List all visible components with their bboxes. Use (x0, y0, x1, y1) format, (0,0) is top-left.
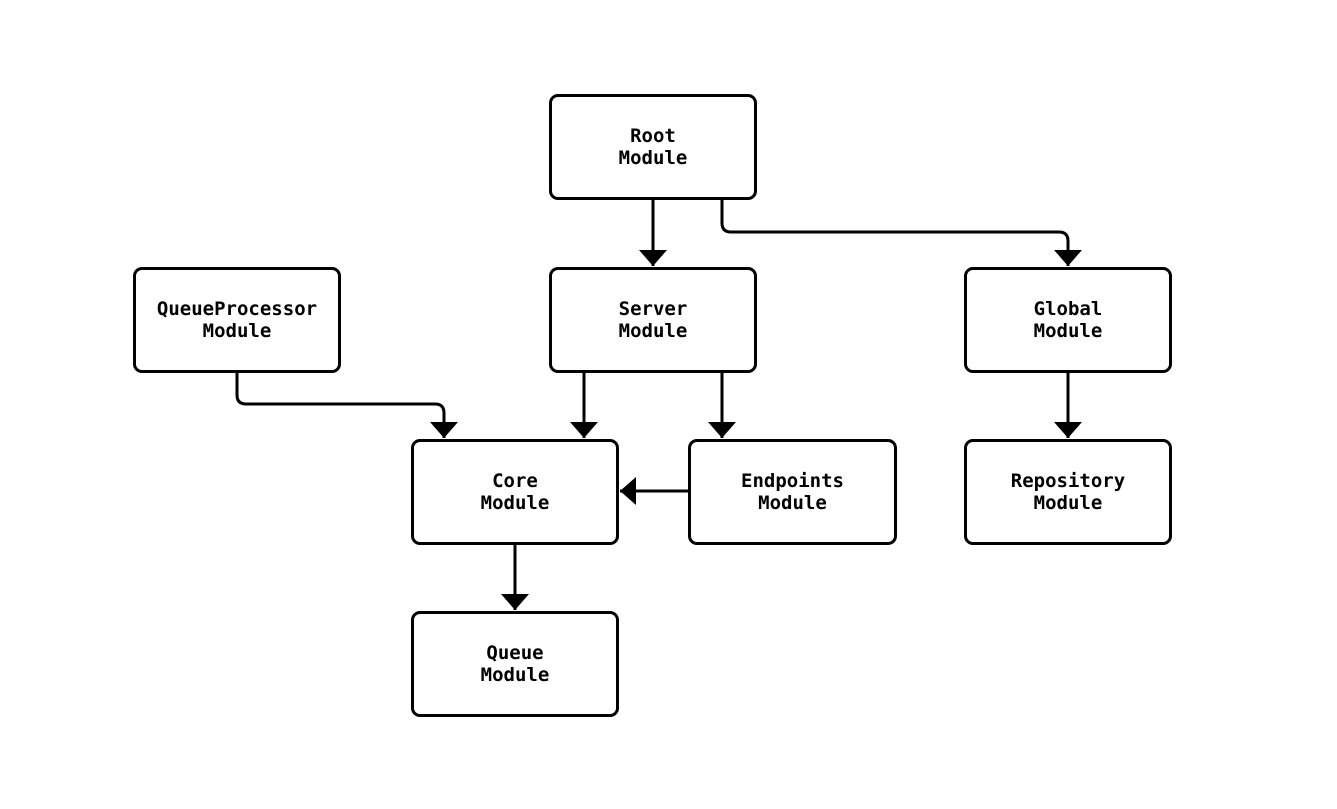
node-label-line: Module (202, 320, 272, 342)
arrowhead-root-module-to-server-module (639, 250, 667, 266)
node-label-line: Module (758, 492, 827, 514)
arrowhead-server-module-to-core-module (570, 422, 598, 438)
node-label-line: Module (618, 320, 688, 342)
node-label-line: Global (1033, 298, 1103, 320)
node-label-line: Module (618, 147, 688, 169)
node-label-line: Server (618, 298, 688, 320)
node-label-line: QueueProcessor (156, 298, 318, 320)
arrowhead-core-module-to-queue-module (501, 594, 529, 610)
node-label-line: Repository (1010, 470, 1126, 492)
node-label-line: Module (480, 492, 550, 514)
node-label-line: Module (480, 664, 550, 686)
node-label-line: Core (492, 470, 538, 492)
arrowhead-root-module-to-global-module (1054, 250, 1082, 266)
edge-root-module-to-global-module (720, 200, 1070, 266)
arrowhead-queueprocessor-module-to-core-module (430, 422, 458, 438)
arrowhead-endpoints-module-to-core-module (620, 477, 636, 505)
node-label-line: Module (1033, 492, 1103, 514)
arrowhead-global-module-to-repository-module (1054, 422, 1082, 438)
arrowhead-server-module-to-endpoints-module (708, 422, 736, 438)
node-label-line: Endpoints (741, 470, 844, 492)
node-label-line: Module (1033, 320, 1103, 342)
node-label-line: Root (630, 125, 676, 147)
edge-queueprocessor-module-to-core-module (235, 373, 446, 438)
node-label-line: Queue (486, 642, 544, 664)
